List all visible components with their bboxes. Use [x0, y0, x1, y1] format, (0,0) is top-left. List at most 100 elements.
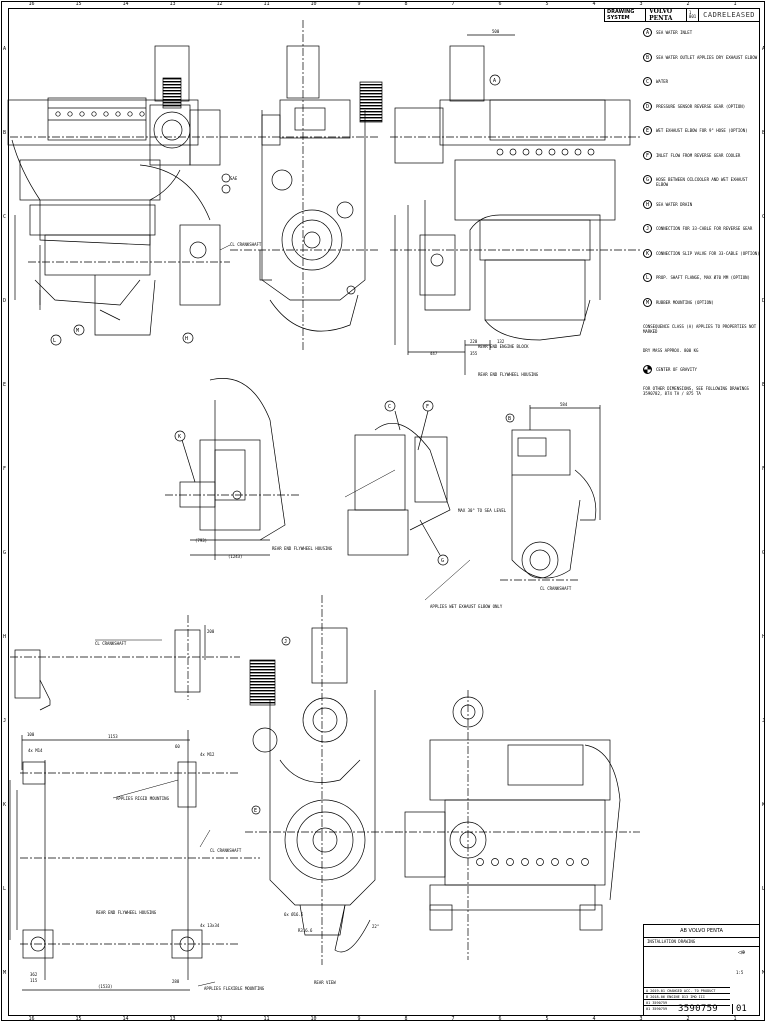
zone-marker: C: [3, 214, 7, 220]
sheet-cell-1: 1: [688, 10, 692, 15]
zone-marker: 9: [357, 1, 361, 7]
label-applies-flexible: APPLIES FLEXIBLE MOUNTING: [204, 986, 265, 991]
injector-nut: [506, 858, 514, 866]
callout-b: B: [508, 416, 511, 422]
zone-marker: K: [762, 802, 766, 808]
zone-marker: 4: [592, 1, 596, 7]
zone-marker: F: [762, 466, 766, 472]
legend-center-of-gravity: CENTER OF GRAVITY: [643, 365, 759, 374]
inner-frame: [8, 8, 760, 1016]
zone-marker: 2: [686, 1, 690, 7]
legend-callout-circle: D: [643, 101, 652, 111]
dim-sae: SAE: [230, 176, 238, 181]
front-view-top: [230, 20, 383, 350]
label-applies-rigid: APPLIES RIGID MOUNTING: [116, 796, 170, 801]
zone-marker: 8: [404, 1, 408, 7]
callout-a: A: [493, 78, 496, 84]
legend-item-text: SEA WATER OUTLET APPLIES DRY EXHAUST ELB…: [656, 54, 758, 60]
label-cl-crankshaft-3: CL CRANKSHAFT: [95, 641, 127, 646]
legend-callout-circle: L: [643, 273, 652, 282]
injector-nut: [581, 858, 589, 866]
bolt-head: [561, 148, 569, 156]
revision-row: B 2018-06 ENGINE D13 IMO III: [644, 993, 730, 999]
legend-item-text: HOSE BETWEEN OILCOOLER AND WET EXHAUST E…: [656, 177, 748, 187]
zone-marker: 8: [404, 1016, 408, 1022]
bolt-head: [79, 111, 85, 117]
zone-marker: 11: [263, 1, 270, 7]
dim-1243: (1243): [228, 554, 242, 559]
legend-callout-circle: M: [643, 297, 652, 307]
label-rear-end-flywheel-2: REAR END FLYWHEEL HOUSING: [272, 546, 333, 551]
label-cl-crankshaft-2: CL CRANKSHAFT: [540, 586, 572, 591]
injector-nut: [476, 858, 484, 866]
legend-callout-circle: E: [643, 126, 652, 135]
zone-marker: D: [762, 298, 766, 304]
side-view-right: [390, 34, 640, 375]
bolt-head: [127, 111, 133, 117]
side-view-left: [7, 45, 231, 346]
zone-marker: H: [3, 634, 7, 640]
zone-marker: G: [762, 550, 766, 556]
zone-marker: F: [3, 466, 7, 472]
detail-view-front-elbow: [500, 405, 601, 581]
zone-marker: 10: [310, 1016, 317, 1022]
zone-marker: 7: [451, 1016, 455, 1022]
callout-m: M: [76, 328, 79, 334]
legend-item-text: INLET FLOW FROM REVERSE GEAR COOLER: [656, 152, 741, 158]
legend-callout-circle: G: [643, 175, 652, 184]
dim-1153: 1153: [108, 734, 118, 739]
title-strip: DRAWING SYSTEM VOLVO PENTA 1 001 CADRELE…: [604, 8, 760, 22]
label-rear-end-flywheel-3: REAR END FLYWHEEL HOUSING: [96, 910, 157, 915]
zone-marker: L: [3, 886, 7, 892]
dim-holes: 6x Ø16.5: [284, 912, 304, 917]
dim-355: 355: [470, 351, 478, 356]
system-logo: DRAWING SYSTEM: [605, 9, 647, 21]
zone-marker: B: [3, 130, 7, 136]
dim-m12: 4x M12: [200, 752, 215, 757]
revision-row: 01 3590759: [644, 999, 730, 1005]
drawing-labels: CL CRANKSHAFT REAR END ENGINE BLOCK REAR…: [27, 29, 572, 991]
mount-plan-view: [9, 615, 260, 991]
title-block-revisions: A 2019-01 CHANGED ACC. TO PRODUCT B 2018…: [644, 987, 730, 1017]
injector-nut: [566, 858, 574, 866]
zone-marker: D: [3, 298, 7, 304]
bolt-head: [574, 148, 582, 156]
title-block: AB VOLVO PENTA INSTALLATION DRAWING A 20…: [643, 924, 760, 1016]
title-block-company: AB VOLVO PENTA: [644, 925, 759, 938]
zone-marker: 14: [122, 1016, 129, 1022]
callout-e: E: [254, 808, 257, 814]
legend-item-text: CONNECTION FOR 33-CABLE FOR REVERSE GEAR: [656, 226, 753, 231]
bolt-head: [587, 148, 595, 156]
zone-marker: 6: [498, 1016, 502, 1022]
center-of-gravity-icon: [643, 365, 652, 374]
zone-marker: E: [3, 382, 7, 388]
bolt-head: [67, 111, 73, 117]
label-rear-view: REAR VIEW: [314, 980, 336, 985]
callout-c: C: [388, 404, 391, 410]
dim-793: (793): [195, 538, 207, 543]
zone-marker: 16: [28, 1, 35, 7]
dim-584: 584: [560, 402, 568, 407]
title-block-title: INSTALLATION DRAWING: [644, 937, 759, 947]
sheet-cells: 1 001: [687, 9, 700, 21]
zone-marker: 5: [545, 1, 549, 7]
zone-marker: 14: [122, 1, 129, 7]
zone-marker: A: [762, 46, 766, 52]
dim-rad: R316.6: [298, 928, 313, 933]
dim-100: 100: [27, 732, 35, 737]
document-number: 3590759: [678, 1004, 719, 1014]
dim-447: 447: [430, 351, 438, 356]
zone-marker: 15: [75, 1, 82, 7]
bolt-head: [535, 148, 543, 156]
legend-item: G HOSE BETWEEN OILCOOLER AND WET EXHAUST …: [643, 175, 759, 200]
zone-marker: 6: [498, 1, 502, 7]
